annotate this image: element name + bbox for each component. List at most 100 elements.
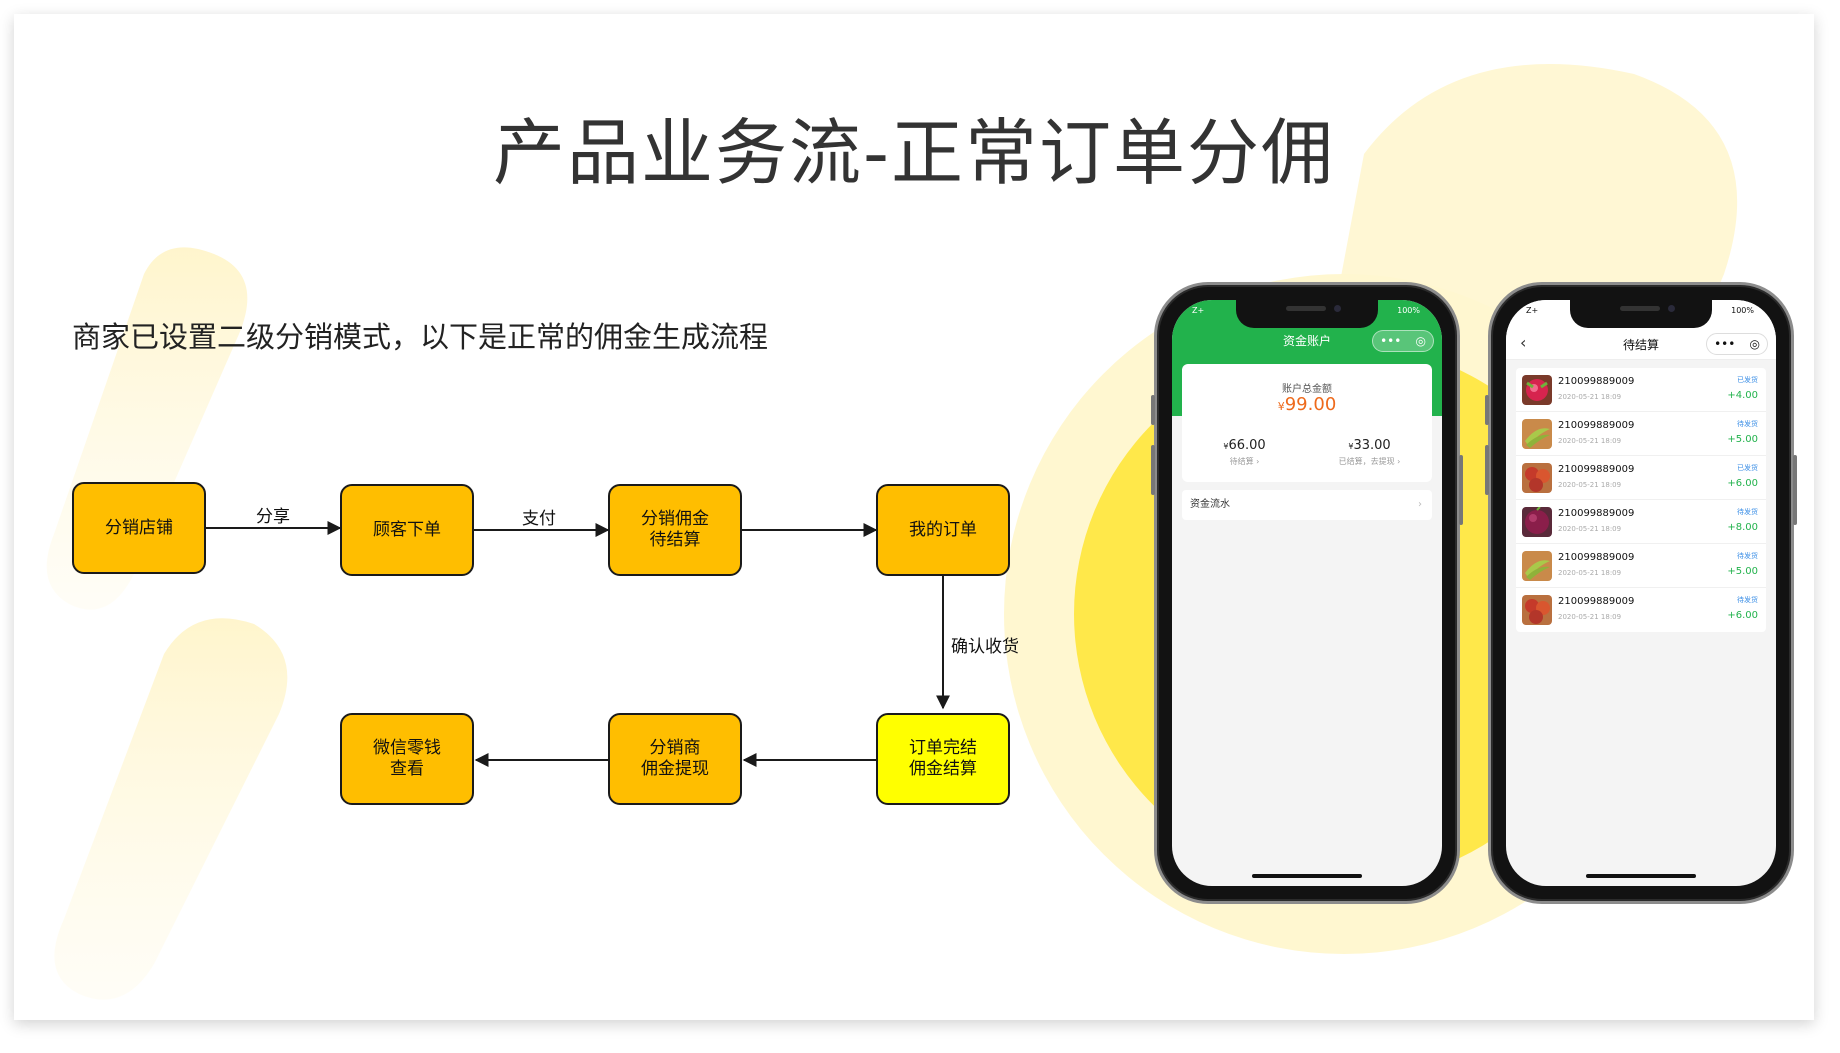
order-status: 已发货 (1737, 376, 1758, 384)
node-label-line: 订单完结 (909, 738, 977, 758)
settled-balance[interactable]: ¥33.00 已结算，去提现 › (1307, 438, 1432, 467)
node-label-line: 顾客下单 (373, 519, 441, 540)
status-signal: Z+ (1192, 306, 1205, 315)
product-thumbnail (1522, 595, 1552, 625)
pending-title: 待结算 (1622, 338, 1659, 352)
edge-label-confirm-receipt: 确认收货 (951, 637, 1019, 657)
side-button (1151, 395, 1155, 425)
pending-label: 待结算 (1229, 457, 1254, 466)
phone-screen: Z+ 100% ‹ 待结算 ••• ◎ 210099889009 2020-05-… (1506, 300, 1776, 886)
node-label-line: 微信零钱 (373, 738, 441, 758)
side-button (1459, 455, 1463, 525)
commission-amount: +6.00 (1727, 478, 1758, 489)
node-label-line: 佣金结算 (909, 759, 977, 779)
settled-amount: 33.00 (1353, 438, 1391, 453)
total-amount: 99.00 (1284, 394, 1337, 415)
product-thumbnail (1522, 507, 1552, 537)
account-title: 资金账户 (1282, 334, 1331, 348)
chevron-right-icon: › (1418, 499, 1422, 510)
node-label-line: 佣金提现 (641, 759, 709, 779)
order-date: 2020-05-21 18:09 (1558, 525, 1622, 533)
home-indicator (1586, 874, 1696, 878)
side-button (1151, 445, 1155, 495)
mini-program-capsule: ••• ◎ (1372, 330, 1434, 352)
order-number: 210099889009 (1558, 596, 1635, 607)
product-thumbnail (1522, 551, 1552, 581)
order-date: 2020-05-21 18:09 (1558, 481, 1622, 489)
node-label-line: 待结算 (649, 530, 701, 550)
node-label-line: 分销佣金 (641, 509, 709, 529)
product-thumbnail (1522, 375, 1552, 405)
status-battery: 100% (1731, 306, 1754, 315)
flow-node-distribution-shop: 分销店铺 (72, 482, 206, 574)
more-icon[interactable]: ••• (1380, 334, 1402, 348)
order-date: 2020-05-21 18:09 (1558, 613, 1622, 621)
page-title: 产品业务流-正常订单分佣 (493, 111, 1335, 195)
back-icon[interactable]: ‹ (1520, 333, 1527, 352)
home-indicator (1252, 874, 1362, 878)
commission-amount: +8.00 (1727, 522, 1758, 533)
phone-screen: Z+ 100% 资金账户 ••• ◎ 账户总金额 ¥99.00 ¥66.00 待… (1172, 300, 1442, 886)
phone-mockup-pending: Z+ 100% ‹ 待结算 ••• ◎ 210099889009 2020-05-… (1485, 282, 1797, 904)
node-label-line: 分销商 (649, 738, 701, 758)
currency-symbol: ¥ (1223, 442, 1229, 451)
phone-notch (1236, 300, 1378, 328)
mini-program-capsule: ••• ◎ (1706, 333, 1768, 355)
close-icon[interactable]: ◎ (1749, 337, 1760, 351)
order-status: 待发货 (1737, 552, 1758, 560)
pending-amount: 66.00 (1228, 438, 1266, 453)
bg-stripe-lower (54, 618, 288, 1000)
fund-flow-row[interactable]: 资金流水 › (1182, 490, 1432, 520)
order-status: 已发货 (1737, 464, 1758, 472)
list-item[interactable]: 210099889009 2020-05-21 18:09 已发货 +6.00 (1516, 456, 1766, 500)
page-subtitle: 商家已设置二级分销模式，以下是正常的佣金生成流程 (72, 320, 769, 354)
flow-connectors (206, 521, 950, 767)
more-icon[interactable]: ••• (1714, 337, 1736, 351)
balance-card: 账户总金额 ¥99.00 ¥66.00 待结算 › ¥33.00 已结算，去提现… (1182, 364, 1432, 482)
commission-amount: +6.00 (1727, 610, 1758, 621)
status-signal: Z+ (1526, 306, 1539, 315)
product-thumbnail (1522, 419, 1552, 449)
flow-node-wechat-wallet: 微信零钱 查看 (340, 713, 474, 805)
slide: 产品业务流-正常订单分佣 商家已设置二级分销模式，以下是正常的佣金生成流程 分销… (14, 14, 1814, 1020)
flow-node-my-orders: 我的订单 (876, 484, 1010, 576)
commission-amount: +5.00 (1727, 566, 1758, 577)
node-label-line: 查看 (390, 759, 424, 779)
side-button (1485, 445, 1489, 495)
order-date: 2020-05-21 18:09 (1558, 393, 1622, 401)
currency-symbol: ¥ (1277, 400, 1285, 413)
phone-mockup-account: Z+ 100% 资金账户 ••• ◎ 账户总金额 ¥99.00 ¥66.00 待… (1151, 282, 1463, 904)
pending-balance[interactable]: ¥66.00 待结算 › (1182, 438, 1307, 467)
flow-node-commission-pending: 分销佣金 待结算 (608, 484, 742, 576)
commission-amount: +4.00 (1727, 390, 1758, 401)
order-number: 210099889009 (1558, 552, 1635, 563)
product-thumbnail (1522, 463, 1552, 493)
node-label-line: 分销店铺 (105, 517, 173, 538)
edge-label-pay: 支付 (522, 509, 556, 529)
order-number: 210099889009 (1558, 508, 1635, 519)
order-number: 210099889009 (1558, 464, 1635, 475)
commission-amount: +5.00 (1727, 434, 1758, 445)
list-item[interactable]: 210099889009 2020-05-21 18:09 已发货 +4.00 (1516, 368, 1766, 412)
node-label-line: 我的订单 (909, 519, 977, 540)
total-balance-value: ¥99.00 (1182, 394, 1432, 415)
order-status: 待发货 (1737, 420, 1758, 428)
currency-symbol: ¥ (1348, 442, 1354, 451)
order-number: 210099889009 (1558, 376, 1635, 387)
chevron-right-icon: › (1397, 457, 1401, 466)
status-battery: 100% (1397, 306, 1420, 315)
phone-notch (1570, 300, 1712, 328)
fund-flow-label: 资金流水 (1190, 499, 1230, 510)
settled-label: 已结算，去提现 (1338, 457, 1395, 466)
order-number: 210099889009 (1558, 420, 1635, 431)
side-button (1793, 455, 1797, 525)
flow-node-customer-order: 顾客下单 (340, 484, 474, 576)
edge-label-share: 分享 (256, 507, 290, 527)
close-icon[interactable]: ◎ (1415, 334, 1426, 348)
flow-node-order-complete: 订单完结 佣金结算 (876, 713, 1010, 805)
